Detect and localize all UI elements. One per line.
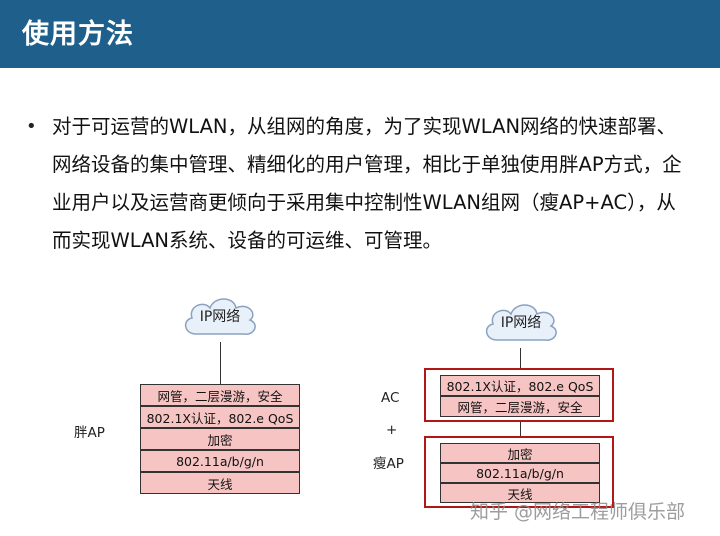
ac-stack: 802.1X认证，802.e QoS 网管，二层漫游，安全 — [440, 375, 600, 417]
fat-layer-antenna: 天线 — [140, 472, 300, 494]
page-title: 使用方法 — [22, 19, 134, 50]
ac-ap-connector — [520, 422, 521, 436]
thin-cloud: IP网络 — [478, 296, 564, 348]
fat-layer-encrypt: 加密 — [140, 428, 300, 450]
ac-group-box — [424, 368, 614, 422]
thin-cloud-label: IP网络 — [500, 315, 542, 331]
ac-layer-mgmt: 网管，二层漫游，安全 — [440, 396, 600, 417]
cloud-icon — [184, 298, 256, 335]
fat-ap-stack: 网管，二层漫游，安全 802.1X认证，802.e QoS 加密 802.11a… — [140, 384, 300, 494]
fat-layer-80211: 802.11a/b/g/n — [140, 450, 300, 472]
ac-label: AC — [381, 390, 400, 406]
fat-cloud-label: IP网络 — [199, 309, 241, 325]
plus-label: + — [386, 422, 398, 438]
ap-layer-antenna: 天线 — [440, 483, 600, 503]
bullet-marker: • — [26, 116, 37, 137]
ap-group-box — [424, 436, 614, 508]
thin-ap-stack: 加密 802.11a/b/g/n 天线 — [440, 443, 600, 503]
cloud-icon — [485, 304, 557, 341]
ap-layer-encrypt: 加密 — [440, 443, 600, 463]
fat-connector — [220, 342, 221, 384]
fat-cloud: IP网络 — [178, 290, 262, 342]
fat-ap-label: 胖AP — [74, 425, 105, 441]
fat-layer-auth: 802.1X认证，802.e QoS — [140, 406, 300, 428]
header-bar: 使用方法 — [0, 0, 720, 68]
ap-layer-80211: 802.11a/b/g/n — [440, 463, 600, 483]
thin-connector — [520, 348, 521, 368]
watermark: 知乎 @网络工程师俱乐部 — [470, 501, 686, 523]
fat-layer-mgmt: 网管，二层漫游，安全 — [140, 384, 300, 406]
thin-ap-label: 瘦AP — [373, 456, 404, 472]
bullet-paragraph: 对于可运营的WLAN，从组网的角度，为了实现WLAN网络的快速部署、网络设备的集… — [52, 115, 682, 252]
ac-layer-auth: 802.1X认证，802.e QoS — [440, 375, 600, 396]
